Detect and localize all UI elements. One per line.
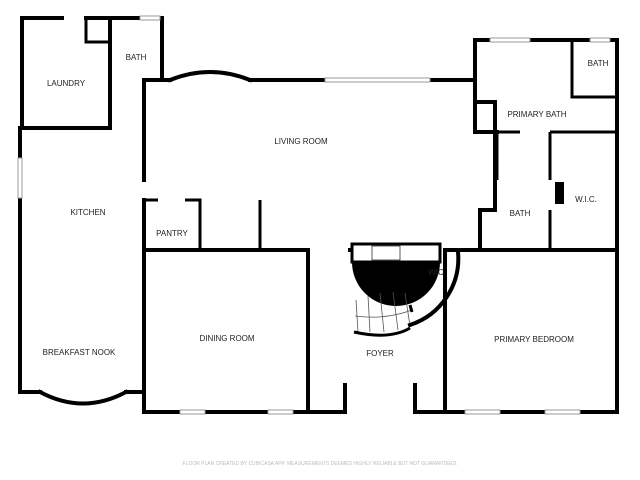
footer-disclaimer: FLOOR PLAN CREATED BY CUBICASA APP. MEAS…	[183, 461, 458, 467]
walls	[18, 16, 619, 414]
label-dining-room: DINING ROOM	[199, 334, 254, 343]
room-labels: LAUNDRY BATH LIVING ROOM KITCHEN PANTRY …	[43, 53, 609, 358]
label-walk-in-closet: W.I.C.	[575, 195, 597, 204]
label-breakfast-nook: BREAKFAST NOOK	[43, 348, 116, 357]
staircase	[350, 242, 461, 337]
windows	[17, 15, 611, 415]
label-wic: WIC	[428, 268, 444, 277]
label-primary-bath: PRIMARY BATH	[507, 110, 566, 119]
label-bath: BATH	[126, 53, 147, 62]
label-foyer: FOYER	[366, 349, 394, 358]
label-living-room: LIVING ROOM	[274, 137, 328, 146]
label-pantry: PANTRY	[156, 229, 188, 238]
label-kitchen: KITCHEN	[70, 208, 105, 217]
label-bath-small: BATH	[588, 59, 609, 68]
fireplace-block	[555, 182, 564, 204]
label-bath-middle: BATH	[510, 209, 531, 218]
bay-window-nook	[37, 389, 129, 406]
bay-window-living	[167, 70, 253, 83]
label-laundry: LAUNDRY	[47, 79, 86, 88]
label-primary-bedroom: PRIMARY BEDROOM	[494, 335, 574, 344]
